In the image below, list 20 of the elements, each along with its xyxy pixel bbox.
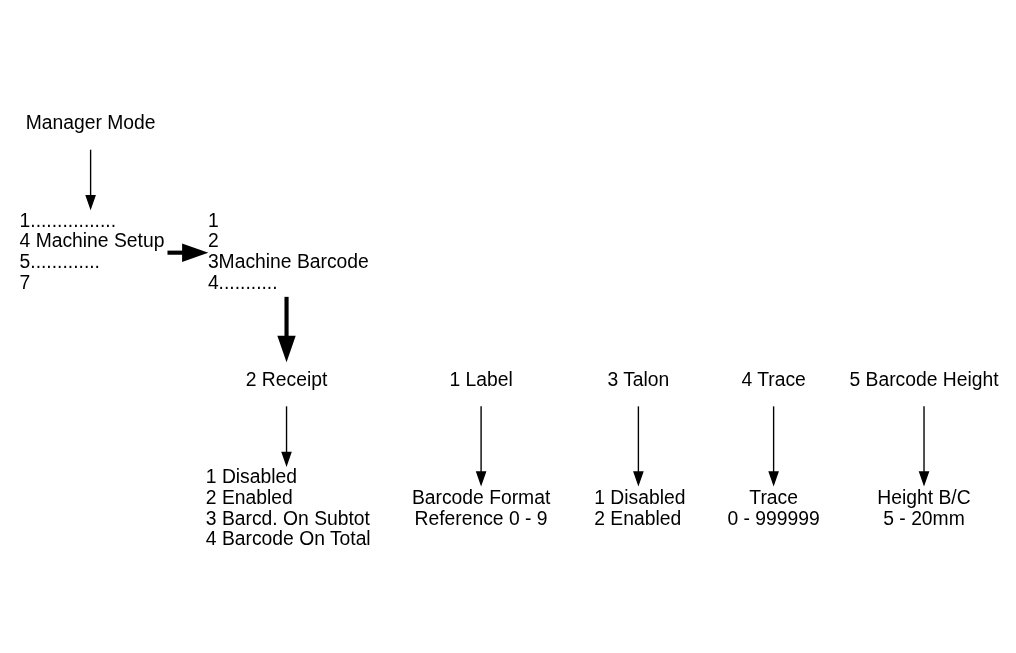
- arrow: [475, 405, 487, 487]
- node-text: Barcode Format Reference 0 - 9: [411, 487, 551, 529]
- arrow: [918, 405, 930, 487]
- arrow: [768, 405, 779, 487]
- node-text: 1 Disabled 2 Enabled: [594, 487, 686, 529]
- arrow: [277, 296, 296, 363]
- node-text: 2 Receipt: [245, 369, 328, 391]
- node-text: 3 Talon: [607, 369, 670, 391]
- node-text: 1 Label: [449, 369, 513, 391]
- node-text: 1................ 4 Machine Setup 5............. 7: [19, 209, 165, 293]
- node-text: Manager Mode: [25, 112, 156, 134]
- node-text: Trace 0 - 999999: [727, 487, 820, 529]
- node-text: 4 Trace: [741, 369, 806, 391]
- arrow: [85, 149, 96, 211]
- arrow: [281, 405, 292, 467]
- node-text: Height B/C 5 - 20mm: [877, 487, 971, 529]
- node-text: 5 Barcode Height: [849, 369, 999, 391]
- node-text: 1 Disabled 2 Enabled 3 Barcd. On Subtot 4 Barcode On Total: [205, 466, 371, 550]
- arrow: [633, 405, 644, 487]
- node-text: 1 2 3Machine Barcode 4...........: [207, 209, 369, 293]
